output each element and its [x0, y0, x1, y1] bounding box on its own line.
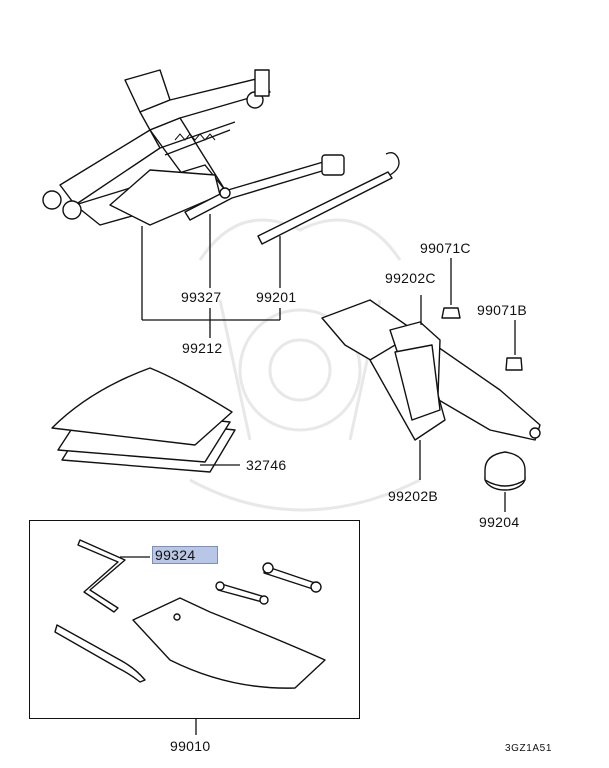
label-99204[interactable]: 99204 — [479, 514, 520, 530]
diagram-code: 3GZ1A51 — [505, 743, 553, 754]
label-99202b[interactable]: 99202B — [388, 488, 439, 504]
label-99071c[interactable]: 99071C — [420, 240, 471, 256]
scissor-jack — [42, 69, 271, 226]
jack-base-assembly — [321, 295, 541, 480]
label-99212[interactable]: 99212 — [182, 340, 223, 356]
leader-lines-top — [141, 214, 281, 338]
label-99201[interactable]: 99201 — [256, 289, 297, 305]
bolt-99071b — [505, 320, 523, 371]
wheel-brace — [257, 152, 400, 245]
jack-handle-rod — [184, 154, 345, 221]
label-32746[interactable]: 32746 — [246, 457, 287, 473]
watermark-emblem — [189, 218, 421, 512]
label-99202c[interactable]: 99202C — [385, 270, 436, 286]
label-99327[interactable]: 99327 — [181, 289, 222, 305]
rubber-cap — [484, 451, 526, 512]
label-99324[interactable]: 99324 — [152, 546, 219, 564]
label-99010[interactable]: 99010 — [170, 738, 211, 754]
bolt-99071c — [441, 258, 461, 319]
tool-kit-box — [29, 520, 360, 719]
label-99071b[interactable]: 99071B — [477, 302, 528, 318]
folded-cover — [51, 367, 240, 473]
tool-kit-contents — [54, 539, 326, 735]
